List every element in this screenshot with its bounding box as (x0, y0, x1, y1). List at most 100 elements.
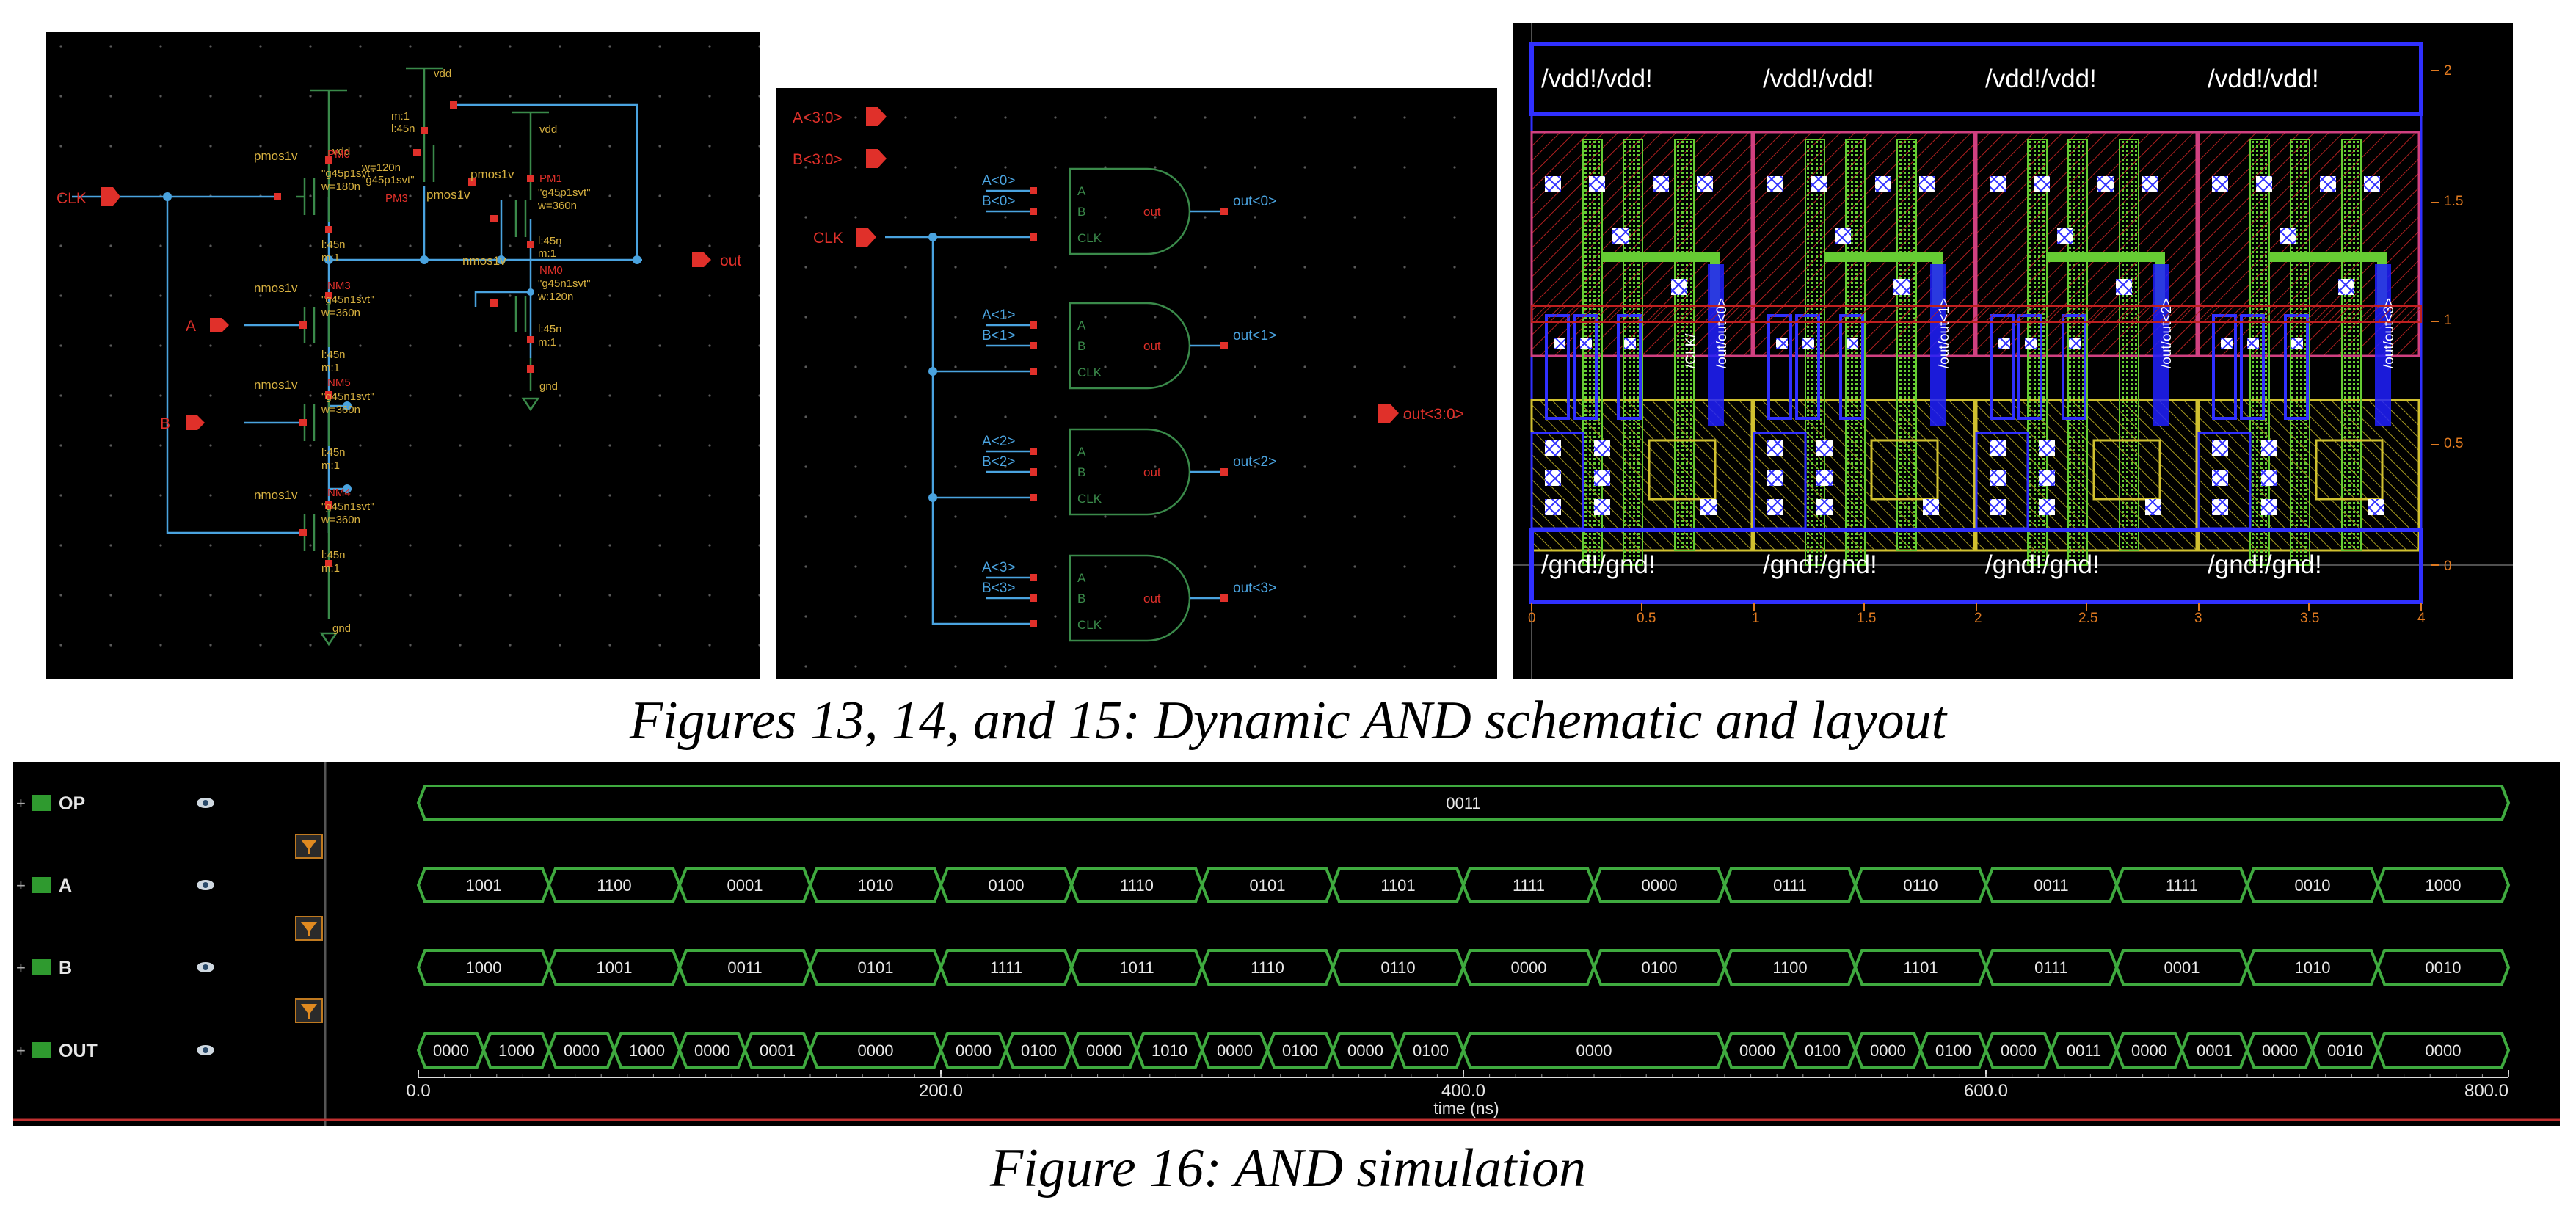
gnd-label-2: /gnd!/gnd! (1985, 550, 2100, 579)
bus-value: 0000 (694, 1041, 730, 1060)
device-param: l:45n (321, 349, 346, 361)
out-net-label-2: /out/out<2> (2159, 298, 2175, 368)
gate-pin-out: out (1143, 592, 1161, 605)
expand-icon[interactable]: + (16, 876, 26, 895)
bus-value: 1010 (2295, 958, 2331, 977)
gate-pin-out: out (1143, 339, 1161, 353)
signal-row-out[interactable]: + OUT (16, 1041, 214, 1061)
gnd-label-0: /gnd!/gnd! (1541, 550, 1656, 579)
bus-value: 0010 (2295, 876, 2331, 895)
gate-b-net: B<0> (982, 194, 1015, 209)
filter-icon[interactable] (295, 834, 323, 859)
gate-pin-b: B (1077, 339, 1085, 353)
bus-value: 0010 (2426, 958, 2462, 977)
signal-name: A (59, 876, 72, 896)
bus-segment: 0010 (2376, 949, 2511, 986)
schematic-canvas: CLK A B out vdd vdd vdd gnd gnd pmos1v P… (46, 32, 760, 679)
svg-text:0: 0 (1528, 611, 1536, 626)
bus-value: 0100 (1282, 1041, 1318, 1060)
bus-value: 0111 (1773, 876, 1807, 895)
signal-row-a[interactable]: +A (16, 876, 323, 941)
svg-text:0.5: 0.5 (2444, 436, 2463, 451)
device-param: "g45p1svt" (362, 174, 415, 186)
bus-value: 0001 (760, 1041, 796, 1060)
bus-segment: 1000 (2376, 867, 2511, 903)
bus-value: 0100 (989, 876, 1025, 895)
svg-text:2: 2 (2444, 63, 2452, 79)
time-tick-label: 0.0 (406, 1081, 430, 1101)
device-param: w=360n (321, 307, 360, 319)
vdd-label-0: /vdd!/vdd! (1541, 65, 1653, 93)
bus-value: 0001 (2164, 958, 2200, 977)
bus-value: 1111 (1513, 876, 1545, 895)
vdd-rail (1529, 42, 2423, 116)
bus-value: 0011 (2067, 1041, 2101, 1060)
signal-name: OUT (59, 1041, 98, 1061)
device-param: w:120n (537, 291, 573, 303)
clk-distribution-wire (885, 236, 1033, 625)
gate-pin-out: out (1143, 465, 1161, 479)
device-model: pmos1v (254, 149, 298, 163)
eye-icon[interactable] (197, 1045, 214, 1055)
gate-a-net: A<1> (982, 308, 1015, 323)
bus-value: 0000 (1576, 1041, 1612, 1060)
gnd-label-3: /gnd!/gnd! (2208, 550, 2322, 579)
out-bus-pin (1378, 404, 1399, 423)
filter-icon[interactable] (295, 916, 323, 941)
gate-out-net: out<1> (1233, 328, 1276, 343)
eye-icon[interactable] (197, 880, 214, 890)
caption-figure-16: Figure 16: AND simulation (990, 1138, 1586, 1198)
time-tick-label: 800.0 (2464, 1081, 2508, 1101)
bus-segment: 1110 (1200, 949, 1335, 986)
bus-value: 1010 (858, 876, 894, 895)
gate-pin-b: B (1077, 592, 1085, 605)
bus-value: 1101 (1380, 876, 1415, 895)
and-gate-3: A<3> B<3> out<3> A B CLK out (982, 554, 1276, 642)
expand-icon[interactable]: + (16, 794, 26, 812)
gate-pin-a: A (1077, 445, 1086, 459)
signal-row-b[interactable]: +B (16, 958, 323, 1023)
out-pin-label: out (720, 252, 741, 269)
bus-value: 0011 (1446, 794, 1480, 812)
device-id: PM0 (327, 148, 350, 161)
b-pin-label: B (160, 415, 170, 432)
device-param: m:1 (538, 247, 556, 260)
expand-icon[interactable]: + (16, 1041, 26, 1060)
out-net-label-1: /out/out<1> (1937, 298, 1952, 368)
symbol-canvas: A<3:0> B<3:0> CLK out<3:0> A<0> B<0> out… (776, 88, 1497, 679)
device-param: w=360n (321, 404, 360, 416)
time-axis-label: time (ns) (1433, 1099, 1499, 1118)
out-bus-label: out<3:0> (1403, 406, 1464, 423)
filter-icon[interactable] (295, 998, 323, 1023)
bus-value: 0000 (858, 1041, 894, 1060)
bus-value: 1001 (597, 958, 633, 977)
expand-icon[interactable]: + (16, 958, 26, 977)
svg-text:1: 1 (1752, 611, 1760, 626)
schematic-junctions (163, 192, 641, 493)
bus-value: 0000 (2426, 1041, 2462, 1060)
device-id: NM5 (327, 376, 351, 389)
layout-y-ticks: 2 1.5 1 0.5 0 (2444, 63, 2463, 574)
gate-b-net: B<2> (982, 454, 1015, 470)
bus-value: 0000 (2131, 1041, 2167, 1060)
eye-icon[interactable] (197, 798, 214, 808)
bus-value: 1111 (990, 958, 1022, 977)
signal-row-op[interactable]: + OP (16, 793, 323, 859)
device-pm0: pmos1v PM0 "g45p1svt" w=180n l:45n m:1 (254, 148, 374, 264)
bus-value: 1001 (466, 876, 502, 895)
device-param: m:1 (321, 562, 340, 575)
bus-value: 0011 (2034, 876, 2068, 895)
bus-value: 1000 (498, 1041, 534, 1060)
bus-segment: 0000 (1200, 1032, 1270, 1069)
device-param: l:45n (321, 446, 346, 459)
schematic-panel: CLK A B out vdd vdd vdd gnd gnd pmos1v P… (46, 32, 760, 679)
bus-value: 0000 (1739, 1041, 1775, 1060)
device-param: "g45p1svt" (321, 167, 374, 180)
eye-icon[interactable] (197, 962, 214, 972)
bus-value: 0100 (1805, 1041, 1841, 1060)
vdd-label-3: vdd (539, 123, 557, 136)
time-tick-label: 600.0 (1964, 1081, 2008, 1101)
signal-name: OP (59, 793, 85, 814)
device-param: w=360n (321, 514, 360, 526)
device-param: w=360n (537, 200, 577, 212)
